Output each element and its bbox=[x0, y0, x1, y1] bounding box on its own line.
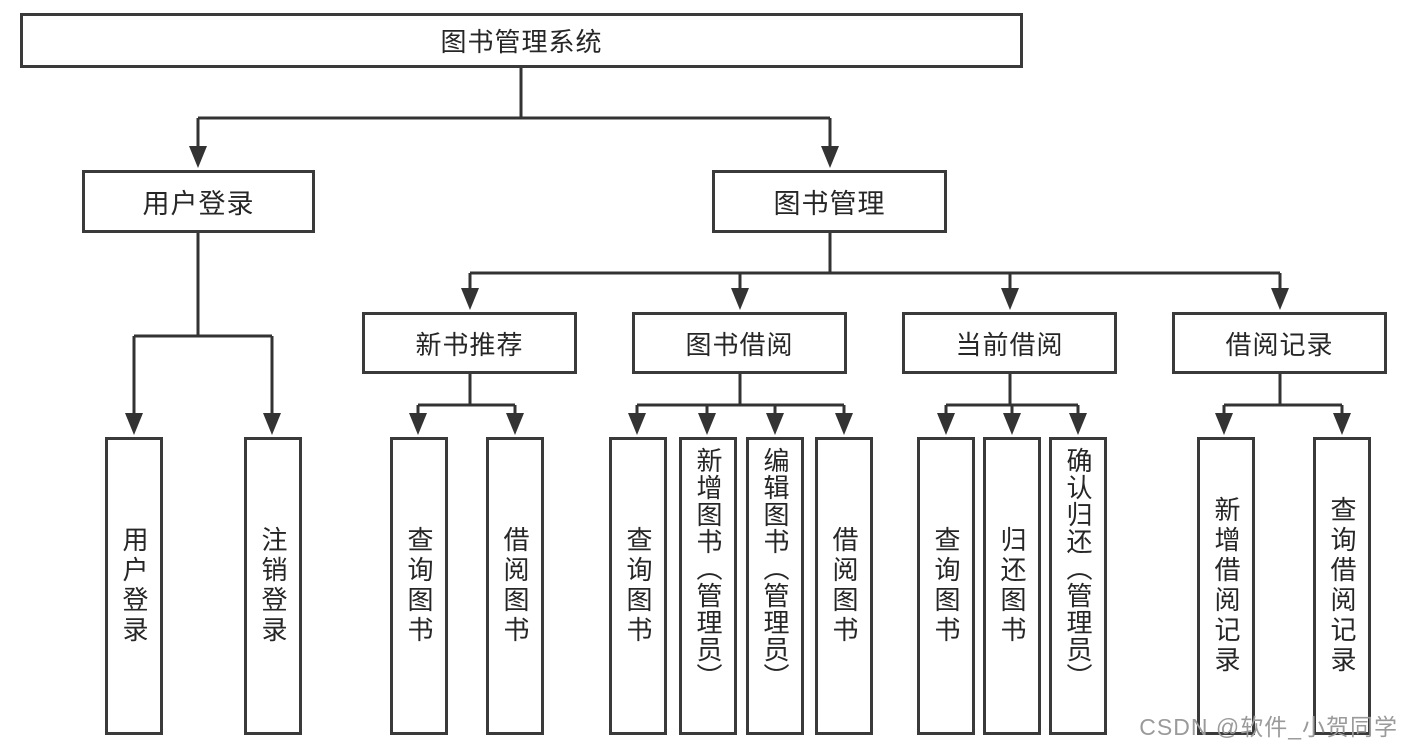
leaf-recommend-query-book-label: 查询图书 bbox=[404, 526, 434, 646]
leaf-confirm-return-admin: 确认归还（管理员） bbox=[1049, 437, 1107, 735]
leaf-recommend-borrow-book-label: 借阅图书 bbox=[500, 526, 530, 646]
node-user-login-label: 用户登录 bbox=[142, 189, 255, 219]
leaf-add-book-admin-label: 新增图书（管理员） bbox=[693, 447, 723, 690]
node-new-book-recommend: 新书推荐 bbox=[362, 312, 577, 374]
leaf-logout-label: 注销登录 bbox=[258, 526, 288, 646]
node-book-management: 图书管理 bbox=[712, 170, 947, 233]
leaf-borrow-query-book-label: 查询图书 bbox=[623, 526, 653, 646]
node-new-book-recommend-label: 新书推荐 bbox=[415, 329, 524, 360]
node-borrow-record: 借阅记录 bbox=[1172, 312, 1387, 374]
leaf-edit-book-admin-label: 编辑图书（管理员） bbox=[760, 447, 790, 690]
node-borrow-record-label: 借阅记录 bbox=[1225, 329, 1334, 360]
node-book-borrow: 图书借阅 bbox=[632, 312, 847, 374]
leaf-return-book: 归还图书 bbox=[983, 437, 1041, 735]
node-book-borrow-label: 图书借阅 bbox=[685, 329, 794, 360]
leaf-current-query-book-label: 查询图书 bbox=[931, 526, 961, 646]
leaf-recommend-borrow-book: 借阅图书 bbox=[486, 437, 544, 735]
leaf-current-query-book: 查询图书 bbox=[917, 437, 975, 735]
leaf-query-borrow-record: 查询借阅记录 bbox=[1313, 437, 1371, 735]
leaf-edit-book-admin: 编辑图书（管理员） bbox=[746, 437, 804, 735]
leaf-borrow-book: 借阅图书 bbox=[815, 437, 873, 735]
leaf-borrow-book-label: 借阅图书 bbox=[829, 526, 859, 646]
node-user-login: 用户登录 bbox=[82, 170, 315, 233]
node-current-borrow: 当前借阅 bbox=[902, 312, 1117, 374]
leaf-user-login: 用户登录 bbox=[105, 437, 163, 735]
leaf-query-borrow-record-label: 查询借阅记录 bbox=[1327, 496, 1357, 676]
node-root: 图书管理系统 bbox=[20, 13, 1023, 68]
leaf-user-login-label: 用户登录 bbox=[119, 526, 149, 646]
leaf-add-borrow-record: 新增借阅记录 bbox=[1197, 437, 1255, 735]
csdn-watermark: CSDN @软件_小贺同学 bbox=[1139, 714, 1398, 740]
node-book-management-label: 图书管理 bbox=[773, 189, 886, 219]
leaf-recommend-query-book: 查询图书 bbox=[390, 437, 448, 735]
leaf-return-book-label: 归还图书 bbox=[997, 526, 1027, 646]
leaf-add-book-admin: 新增图书（管理员） bbox=[679, 437, 737, 735]
leaf-add-borrow-record-label: 新增借阅记录 bbox=[1211, 496, 1241, 676]
leaf-logout: 注销登录 bbox=[244, 437, 302, 735]
node-current-borrow-label: 当前借阅 bbox=[955, 329, 1064, 360]
leaf-borrow-query-book: 查询图书 bbox=[609, 437, 667, 735]
node-root-label: 图书管理系统 bbox=[440, 27, 603, 57]
leaf-confirm-return-admin-label: 确认归还（管理员） bbox=[1063, 447, 1093, 690]
